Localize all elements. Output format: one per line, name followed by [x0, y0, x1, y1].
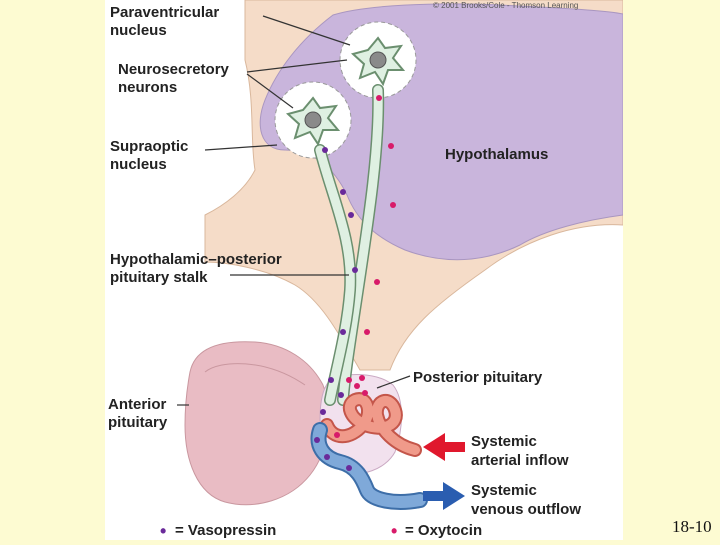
legend-vasopressin-dot: • — [160, 521, 166, 540]
copyright-notice: © 2001 Brooks/Cole - Thomson Learning — [433, 1, 578, 10]
leader-posterior-pituitary — [376, 375, 411, 389]
legend-oxytocin-dot: • — [391, 521, 397, 540]
leader-paraventricular — [262, 15, 351, 46]
label-supraoptic-1: Supraoptic — [110, 138, 188, 155]
label-hypothalamus: Hypothalamus — [445, 146, 548, 163]
label-supraoptic-2: nucleus — [110, 156, 167, 173]
label-arterial-2: arterial inflow — [471, 452, 569, 469]
arterial-inflow-arrow — [423, 433, 465, 461]
label-neurosecretory-1: Neurosecretory — [118, 61, 230, 78]
paraventricular-neuron — [350, 36, 406, 87]
supraoptic-neuron — [285, 96, 341, 147]
pituitary-diagram: © 2001 Brooks/Cole - Thomson Learning Pa… — [108, 0, 624, 541]
leader-neurosecretory-a — [246, 59, 348, 73]
label-paraventricular-1: Paraventricular — [110, 4, 219, 21]
slide-number: 18-10 — [672, 517, 712, 536]
vasopressin-granules — [314, 147, 358, 471]
label-anterior-pituitary-1: Anterior — [108, 396, 167, 413]
label-posterior-pituitary: Posterior pituitary — [413, 369, 543, 386]
label-anterior-pituitary-2: pituitary — [108, 414, 168, 431]
label-stalk-2: pituitary stalk — [110, 269, 208, 286]
label-stalk-1: Hypothalamic–posterior — [110, 251, 282, 268]
leader-supraoptic — [204, 144, 278, 151]
anterior-pituitary-gland — [184, 341, 330, 506]
leader-neurosecretory-b — [246, 73, 294, 109]
legend-vasopressin-label: = Vasopressin — [175, 522, 276, 539]
label-neurosecretory-2: neurons — [118, 79, 177, 96]
oxytocin-granules — [334, 95, 396, 438]
label-venous-1: Systemic — [471, 482, 537, 499]
figure-panel: © 2001 Brooks/Cole - Thomson Learning Pa… — [105, 0, 624, 541]
label-venous-2: venous outflow — [471, 501, 581, 518]
legend-oxytocin-label: = Oxytocin — [405, 522, 482, 539]
label-arterial-1: Systemic — [471, 433, 537, 450]
venous-outflow-arrow — [423, 482, 465, 510]
label-paraventricular-2: nucleus — [110, 22, 167, 39]
